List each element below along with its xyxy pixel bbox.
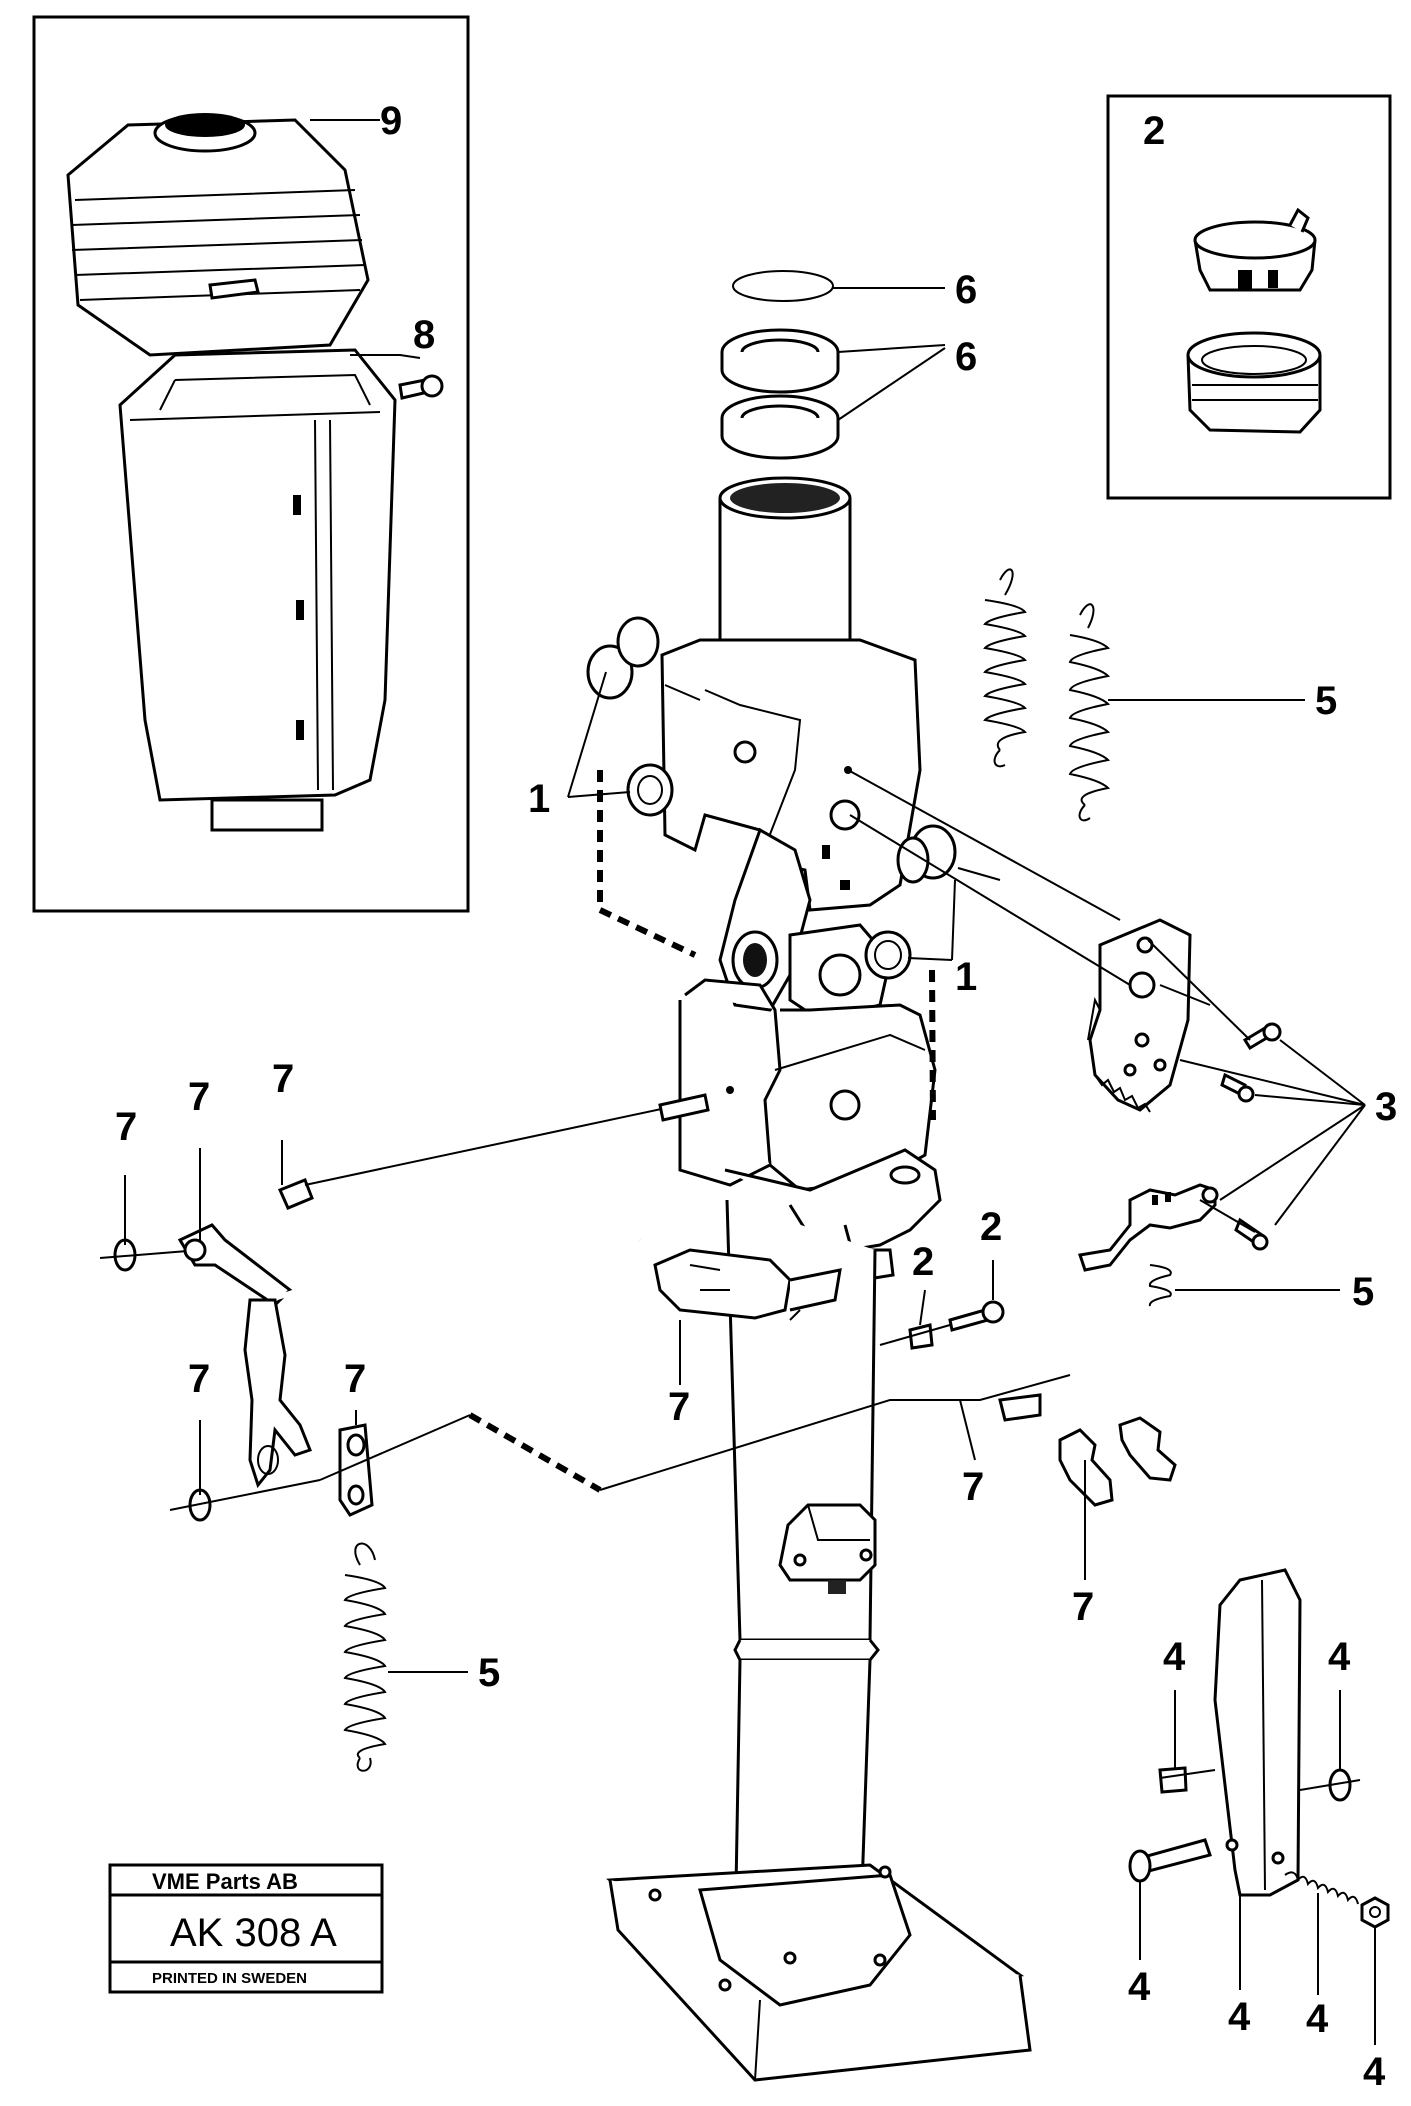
- callout-2-plate: 2: [912, 1240, 934, 1284]
- stamp-printed: PRINTED IN SWEDEN: [152, 1970, 307, 1987]
- middle-bracket: [678, 978, 937, 1192]
- retaining-sleeve: [1193, 207, 1317, 292]
- bearing-lower: [720, 394, 840, 460]
- pedal-assembly: [1128, 1568, 1390, 1929]
- callout-4-pin: 4: [1128, 1965, 1151, 2009]
- bushings-1: [567, 616, 1001, 980]
- callout-7-g: 7: [962, 1465, 984, 1509]
- callout-3: 3: [1375, 1085, 1397, 1129]
- callout-4-pedal: 4: [1228, 1995, 1251, 2039]
- callout-7-f: 7: [344, 1357, 366, 1401]
- callout-5-bottom: 5: [478, 1651, 500, 1695]
- screw-8: [398, 374, 444, 400]
- callout-8: 8: [413, 313, 435, 357]
- callout-1-left: 1: [528, 777, 550, 821]
- callout-7-b: 7: [188, 1075, 210, 1119]
- housing: [118, 348, 397, 832]
- callout-5-right: 5: [1352, 1270, 1374, 1314]
- column-clamp: [778, 1503, 877, 1594]
- callout-2-screw: 2: [980, 1205, 1002, 1249]
- callout-6-top: 6: [955, 268, 977, 312]
- spring-upper-left: [983, 568, 1027, 768]
- rubber-boot: [66, 113, 370, 357]
- callout-7-e: 7: [188, 1357, 210, 1401]
- callout-4-spring: 4: [1306, 1997, 1329, 2041]
- callout-4-nut: 4: [1363, 2050, 1386, 2094]
- callout-4-plate: 4: [1163, 1635, 1186, 1679]
- inset-box-boot: 9 8: [32, 15, 470, 913]
- upper-bracket: [660, 638, 922, 912]
- callout-1-right: 1: [955, 955, 977, 999]
- callout-4-washer: 4: [1328, 1635, 1351, 1679]
- stamp-code: AK 308 A: [170, 1911, 337, 1955]
- pawl: [1078, 1183, 1219, 1272]
- callout-9: 9: [380, 99, 402, 143]
- spring-small: [1148, 1264, 1172, 1307]
- callout-2-box: 2: [1143, 109, 1165, 153]
- callout-7-a: 7: [115, 1105, 137, 1149]
- callout-5-top: 5: [1315, 679, 1337, 723]
- base-plate: [606, 1863, 1032, 2082]
- callout-7-d: 7: [668, 1385, 690, 1429]
- linkage: [99, 1093, 1177, 1522]
- spring-upper-right: [1068, 603, 1111, 822]
- spring-lower-left: [343, 1542, 387, 1772]
- steering-column: [606, 270, 1032, 2082]
- screws-3: [1147, 939, 1282, 1251]
- callout-6-bearings: 6: [955, 335, 977, 379]
- callout-7-h: 7: [1072, 1585, 1094, 1629]
- sector-plate: [1087, 918, 1192, 1113]
- snap-ring: [732, 270, 834, 302]
- stamp-company: VME Parts AB: [152, 1869, 298, 1894]
- bearing-upper: [720, 328, 840, 394]
- bushing: [1186, 331, 1322, 434]
- inset-box-detail-2: 2: [1106, 94, 1392, 500]
- callout-7-c: 7: [272, 1057, 294, 1101]
- title-stamp: VME Parts AB AK 308 A PRINTED IN SWEDEN: [108, 1863, 384, 1994]
